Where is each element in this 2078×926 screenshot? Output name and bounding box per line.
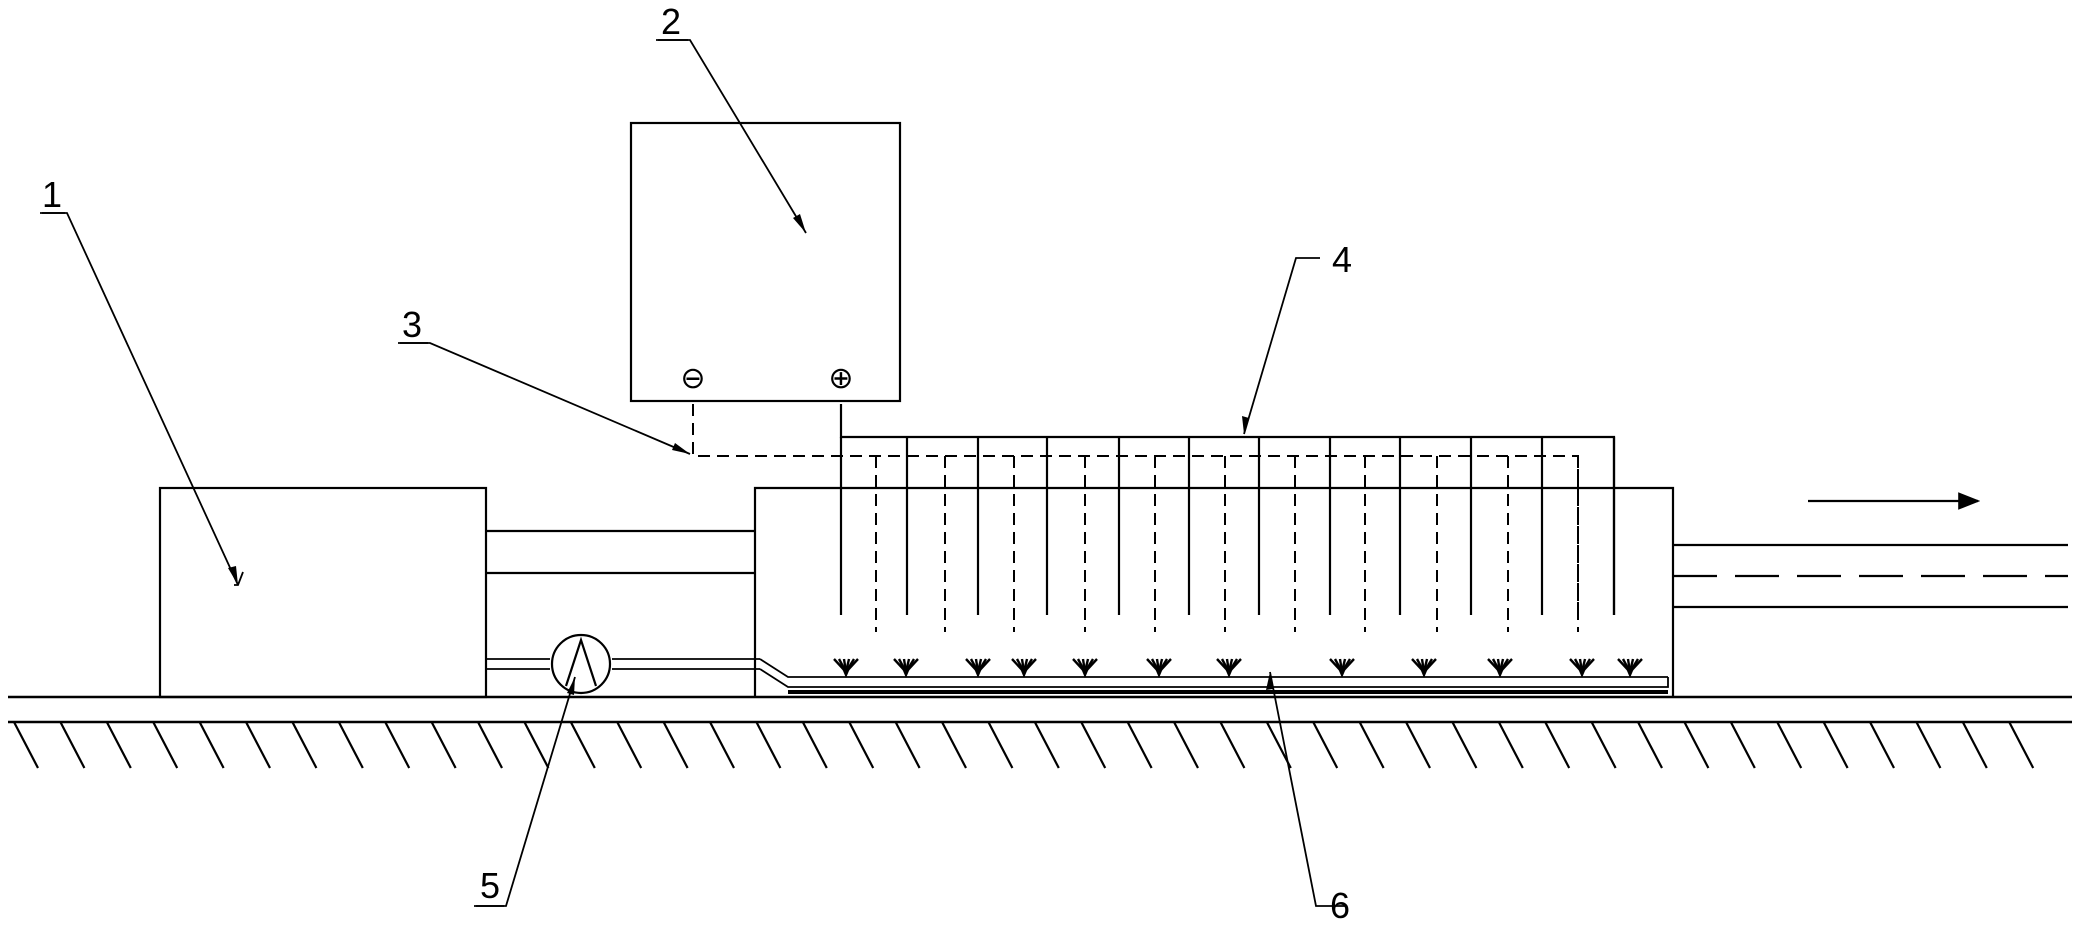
leader-3 (400, 342, 691, 455)
spray-nozzle-icon (1072, 658, 1098, 678)
ground-hatch-mark (709, 721, 735, 769)
ground-hatch-mark (291, 721, 318, 769)
anode-wire (839, 404, 1616, 615)
label-1: 1 (42, 174, 62, 215)
ground-hatch-mark (1126, 721, 1153, 769)
ground-hatch-mark (523, 721, 550, 769)
ground-hatch-mark (1869, 721, 1895, 769)
ground-hatch-mark (1544, 721, 1571, 769)
ground-hatch-mark (1497, 721, 1524, 769)
spray-nozzle-icon (1411, 658, 1437, 678)
pump-icon (550, 633, 612, 695)
spray-nozzle-icon (1487, 658, 1513, 678)
ground-hatch-mark (477, 721, 503, 769)
label-5: 5 (480, 865, 500, 906)
ground-hatch-mark (2008, 721, 2035, 769)
spray-nozzle-icon (1617, 658, 1643, 678)
ground-hatch-mark (1173, 721, 1199, 769)
negative-terminal: ⊖ (680, 361, 705, 396)
ground-hatch-mark (755, 721, 782, 769)
ground-hatch-mark (569, 721, 596, 769)
positive-terminal: ⊕ (828, 361, 853, 396)
ground-hatch-mark (384, 721, 411, 769)
label-6: 6 (1330, 885, 1350, 926)
spray-nozzle-icon (1569, 658, 1595, 678)
ground (8, 695, 2072, 769)
ground-hatch-mark (1080, 721, 1107, 769)
ground-hatch-mark (1776, 721, 1803, 769)
ground-hatch-mark (1312, 721, 1339, 769)
ground-hatch-mark (59, 721, 86, 769)
leader-6 (1269, 671, 1346, 907)
label-4: 4 (1332, 239, 1352, 280)
leader-arrowheads (228, 214, 1273, 695)
leader-4 (1243, 257, 1320, 435)
ground-hatch-mark (987, 721, 1014, 769)
ground-hatch-mark (1729, 721, 1756, 769)
leader-2 (658, 39, 807, 234)
ground-hatch-mark (337, 721, 364, 769)
leader-1 (42, 212, 239, 586)
cathode-wire (692, 404, 1579, 615)
label-2: 2 (661, 1, 681, 42)
ground-hatch-mark (941, 721, 967, 769)
ground-hatch-icon (13, 721, 2035, 769)
ground-hatch-mark (801, 721, 828, 769)
ground-hatch-mark (1219, 721, 1246, 769)
ground-hatch-mark (152, 721, 179, 769)
ground-hatch-mark (430, 721, 457, 769)
channel-box (753, 486, 1675, 697)
spray-nozzle-icon (1146, 658, 1172, 678)
ground-hatch-mark (198, 721, 225, 769)
pump-pipe (486, 658, 1669, 694)
ground-hatch-mark (1590, 721, 1617, 769)
ground-hatch-mark (1961, 721, 1988, 769)
ground-hatch-mark (1451, 721, 1478, 769)
spray-nozzle-icon (1216, 658, 1242, 678)
ground-hatch-mark (616, 721, 643, 769)
spray-nozzle-icon (965, 658, 991, 678)
spray-nozzles (833, 658, 1643, 678)
outlet-pipe (1673, 543, 2068, 609)
ground-hatch-mark (1405, 721, 1431, 769)
ground-hatch-mark (848, 721, 875, 769)
ground-hatch-mark (1915, 721, 1942, 769)
power-supply-box (629, 121, 902, 403)
ground-hatch-mark (13, 721, 39, 769)
electrodes (839, 437, 1616, 632)
ground-hatch-mark (894, 721, 921, 769)
ground-hatch-mark (1683, 721, 1710, 769)
ground-hatch-mark (1637, 721, 1663, 769)
ground-hatch-mark (1033, 721, 1060, 769)
callout-labels: 1 2 3 4 5 6 (40, 1, 1352, 926)
spray-nozzle-icon (893, 658, 919, 678)
ground-hatch-mark (1822, 721, 1849, 769)
tank-box (158, 486, 488, 699)
upper-connecting-pipe (486, 529, 755, 575)
spray-nozzle-icon (1011, 658, 1037, 678)
ground-hatch-mark (105, 721, 132, 769)
ground-hatch-mark (245, 721, 271, 769)
spray-nozzle-icon (1329, 658, 1355, 678)
ground-hatch-mark (662, 721, 689, 769)
label-3: 3 (402, 304, 422, 345)
ground-hatch-mark (1358, 721, 1385, 769)
leader-lines (42, 39, 1346, 907)
spray-nozzle-icon (833, 658, 859, 678)
